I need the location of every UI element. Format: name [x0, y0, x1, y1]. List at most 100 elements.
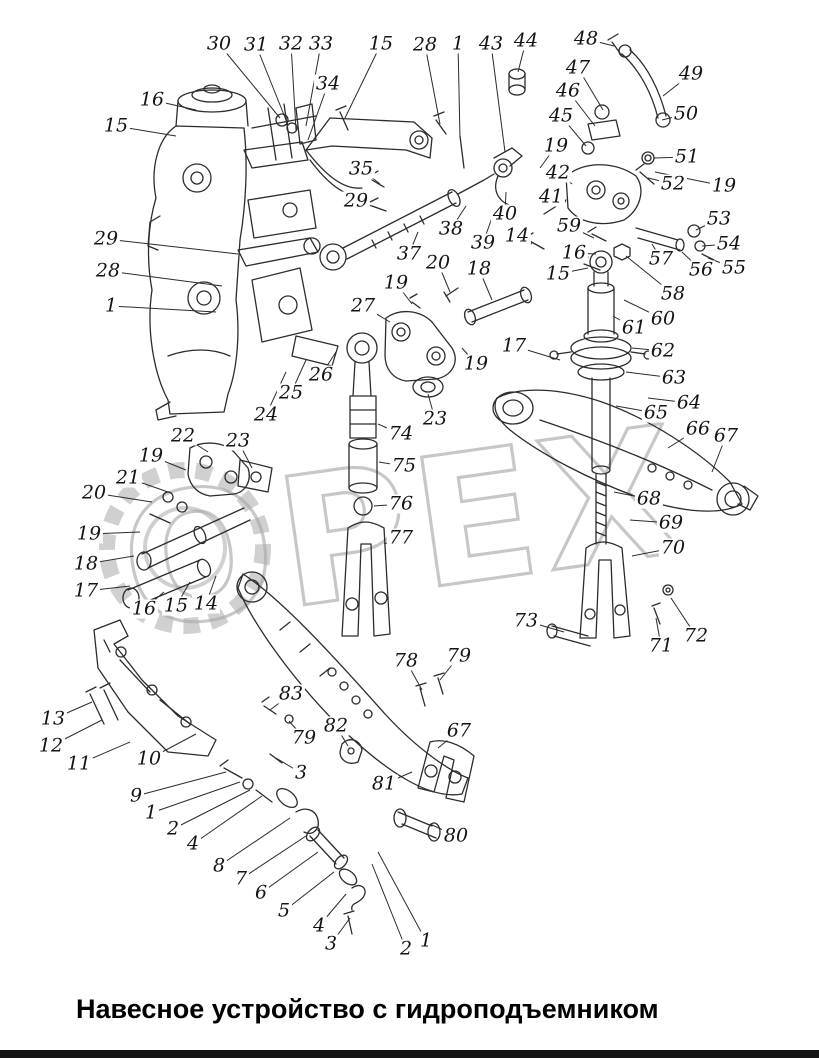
- callout-82: 82: [321, 714, 351, 737]
- callout-44: 44: [511, 29, 541, 52]
- leader-line: [192, 795, 263, 845]
- callout-50: 50: [671, 102, 701, 125]
- callout-19: 19: [541, 134, 571, 157]
- callout-3: 3: [322, 932, 340, 955]
- leader-line: [457, 43, 461, 139]
- callout-1: 1: [449, 32, 467, 55]
- callout-2: 2: [397, 937, 415, 960]
- leader-line: [240, 835, 307, 880]
- callout-18: 18: [464, 257, 494, 280]
- callout-19: 19: [709, 174, 739, 197]
- leader-line: [218, 817, 291, 867]
- valve-stack-part: [251, 103, 349, 161]
- callout-4: 4: [184, 832, 202, 855]
- leader-line: [135, 771, 227, 797]
- callout-67: 67: [444, 719, 474, 742]
- watermark-gear-hub-icon: [143, 506, 227, 590]
- upper-link-bracket-part: [305, 117, 433, 212]
- callout-53: 53: [704, 207, 734, 230]
- leader-line: [290, 43, 297, 131]
- callout-19: 19: [381, 271, 411, 294]
- callout-38: 38: [436, 217, 466, 240]
- callout-23: 23: [223, 429, 253, 452]
- callout-15: 15: [366, 32, 396, 55]
- callout-70: 70: [658, 536, 688, 559]
- callout-12: 12: [36, 734, 66, 757]
- callout-1: 1: [102, 294, 120, 317]
- callout-61: 61: [619, 316, 649, 339]
- callout-55: 55: [719, 256, 749, 279]
- callout-83: 83: [276, 682, 306, 705]
- front-bracket-part: [85, 619, 217, 757]
- callout-57: 57: [646, 247, 676, 270]
- leader-line: [490, 43, 506, 153]
- leader-line: [107, 270, 223, 287]
- callout-65: 65: [641, 401, 671, 424]
- callout-80: 80: [441, 824, 471, 847]
- leader-line: [283, 871, 335, 912]
- callout-62: 62: [648, 339, 678, 362]
- callout-72: 72: [681, 624, 711, 647]
- callout-66: 66: [683, 417, 713, 440]
- callout-67: 67: [711, 424, 741, 447]
- top-right-links-part: [523, 33, 715, 271]
- callout-47: 47: [563, 56, 593, 79]
- callout-51: 51: [672, 145, 702, 168]
- bottom-hardware-part: [261, 672, 445, 764]
- callout-52: 52: [658, 172, 688, 195]
- leader-line: [110, 305, 217, 313]
- callout-9: 9: [127, 784, 145, 807]
- callout-73: 73: [511, 609, 541, 632]
- callout-48: 48: [571, 27, 601, 50]
- leader-line: [377, 851, 427, 942]
- callout-45: 45: [546, 104, 576, 127]
- callout-20: 20: [423, 251, 453, 274]
- callout-11: 11: [64, 752, 94, 775]
- callout-27: 27: [348, 294, 378, 317]
- lower-link-left-part: [236, 571, 475, 842]
- callout-42: 42: [543, 161, 573, 184]
- callout-21: 21: [113, 466, 143, 489]
- callout-19: 19: [136, 444, 166, 467]
- leader-line: [218, 43, 281, 119]
- callout-49: 49: [676, 62, 706, 85]
- callout-15: 15: [543, 262, 573, 285]
- callout-1: 1: [417, 929, 435, 952]
- callout-24: 24: [251, 403, 281, 426]
- callout-41: 41: [536, 185, 566, 208]
- left-shaft-assembly-part: [122, 442, 273, 609]
- callout-34: 34: [313, 72, 343, 95]
- callout-40: 40: [490, 202, 520, 225]
- exploded-view-drawing: [85, 33, 759, 935]
- callout-30: 30: [204, 32, 234, 55]
- callout-32: 32: [276, 32, 306, 55]
- lower-link-right-part: [492, 389, 759, 516]
- callout-14: 14: [191, 592, 221, 615]
- callout-8: 8: [210, 854, 228, 877]
- center-roller-bracket-part: [384, 286, 533, 398]
- callout-13: 13: [38, 707, 68, 730]
- callout-28: 28: [410, 33, 440, 56]
- callout-58: 58: [658, 282, 688, 305]
- callout-15: 15: [101, 114, 131, 137]
- callout-16: 16: [129, 597, 159, 620]
- vertical-strut-part: [546, 250, 674, 647]
- callout-68: 68: [634, 487, 664, 510]
- callout-37: 37: [394, 242, 424, 265]
- callout-18: 18: [71, 552, 101, 575]
- leader-line: [344, 43, 382, 119]
- center-turnbuckle-part: [341, 332, 391, 637]
- callout-22: 22: [168, 424, 198, 447]
- callout-56: 56: [686, 258, 716, 281]
- callout-10: 10: [134, 747, 164, 770]
- callout-16: 16: [559, 241, 589, 264]
- leader-line: [105, 238, 239, 255]
- callout-16: 16: [137, 88, 167, 111]
- callout-54: 54: [714, 232, 744, 255]
- callout-75: 75: [389, 454, 419, 477]
- callout-33: 33: [306, 32, 336, 55]
- leader-line: [255, 44, 289, 126]
- callout-63: 63: [659, 366, 689, 389]
- callout-79: 79: [289, 726, 319, 749]
